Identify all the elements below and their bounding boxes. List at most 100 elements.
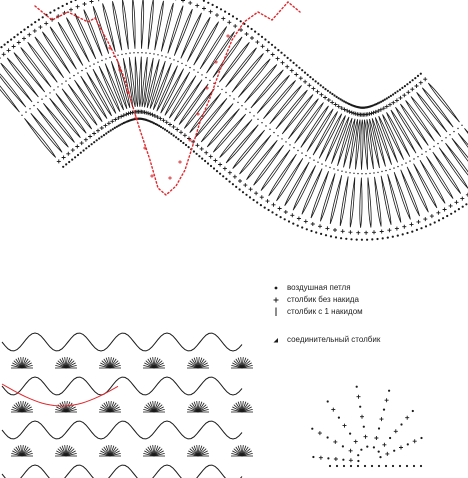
chain-stitch-dot [249, 111, 251, 114]
chain-stitch-dot [366, 445, 369, 448]
chain-stitch-dot [317, 82, 320, 85]
cross-icon [272, 294, 284, 305]
chain-stitch-dot [248, 196, 252, 199]
chain-stitch-dot [109, 129, 112, 132]
petal-loop [218, 42, 250, 83]
legend-item-single-crochet: столбик без накида [272, 294, 462, 305]
chain-stitch-dot [381, 170, 383, 173]
chain-stitch-dot [283, 54, 286, 57]
burst-ray [188, 406, 199, 413]
petal-loop [366, 119, 374, 170]
single-crochet-cross [340, 229, 345, 234]
chain-stitch-dot [277, 135, 279, 137]
chain-stitch-dot [321, 163, 323, 165]
chain-stitch-dot [100, 135, 103, 138]
chain-stitch-dot [453, 130, 455, 133]
single-crochet-cross [92, 131, 97, 136]
burst-ray [241, 402, 249, 413]
chain-stitch-dot [353, 172, 355, 174]
petal-loop [160, 2, 174, 52]
single-crochet-cross [303, 79, 308, 84]
chain-stitch-dot [37, 101, 39, 104]
chain-stitch-dot [362, 425, 365, 428]
chain-stitch-dot [13, 36, 16, 39]
single-crochet-cross [378, 107, 383, 112]
chain-stitch-dot [420, 227, 423, 230]
petal-loop [426, 156, 454, 199]
petal-loop [173, 8, 193, 56]
burst-ray [61, 445, 67, 457]
chain-stitch-dot [385, 97, 388, 100]
single-crochet-cross [146, 111, 151, 116]
burst-ray [65, 445, 68, 457]
single-crochet-cross [382, 442, 387, 447]
chain-stitch-dot [53, 9, 56, 12]
petal-loop [173, 79, 203, 122]
petal-loop [61, 88, 93, 130]
chain-stitch-dot [33, 104, 35, 107]
petal-loop [324, 115, 346, 162]
petal-loop [164, 71, 191, 116]
chain-stitch-dot [133, 52, 135, 54]
petal-loop [30, 113, 63, 153]
chain-stitch-dot [65, 163, 68, 166]
burst-ray [17, 445, 23, 457]
single-crochet-cross [388, 102, 392, 107]
burst-ray [241, 453, 253, 457]
starburst-motif [99, 357, 121, 369]
petal-loop [312, 111, 338, 156]
petal-loop [421, 87, 454, 128]
single-crochet-cross [319, 92, 324, 97]
single-crochet-cross [333, 457, 338, 461]
petal-loop [256, 74, 290, 114]
starburst-motif [99, 445, 121, 457]
red-edge-border [34, 1, 301, 196]
chain-stitch-dot [263, 206, 266, 209]
burst-ray [109, 406, 120, 413]
chain-stitch-dot [396, 234, 399, 237]
chain-stitch-dot [287, 220, 291, 223]
burst-ray [187, 453, 199, 457]
petal-loop [67, 84, 98, 126]
single-crochet-cross [199, 146, 204, 151]
chain-stitch-dot [34, 21, 37, 24]
chain-stitch-dot [380, 100, 383, 103]
petal-loop [263, 80, 296, 119]
chain-stitch-dot [356, 464, 360, 468]
petal-loop [360, 119, 364, 170]
burst-ray [193, 357, 199, 369]
chain-stitch-dot [173, 59, 175, 61]
burst-ray [65, 404, 75, 413]
chain-stitch-dot [320, 232, 323, 235]
chain-stitch-dot [382, 408, 386, 411]
single-crochet-cross [227, 20, 232, 25]
petal-loop [349, 177, 356, 228]
chain-stitch-dot [322, 86, 325, 89]
chain-stitch-dot [224, 10, 227, 13]
chain-stitch-dot [222, 175, 225, 178]
petal-loop [231, 53, 264, 93]
chain-stitch-dot [401, 233, 404, 236]
petal-loop [239, 134, 272, 175]
burst-ray [21, 450, 32, 457]
burst-ray [109, 445, 112, 457]
legend-item-slip-stitch: соединительный столбик [272, 334, 462, 345]
chain-stitch-dot [172, 134, 175, 137]
chain-stitch-dot [193, 69, 195, 71]
chain-stitch-dot [212, 167, 216, 170]
single-crochet-cross [315, 89, 320, 94]
burst-ray [235, 358, 243, 369]
burst-ray [191, 402, 199, 413]
petal-loop [419, 159, 446, 204]
chain-stitch-dot [450, 212, 453, 215]
single-crochet-cross [296, 216, 301, 221]
single-crochet-cross [66, 151, 71, 156]
single-crochet-cross [208, 154, 213, 159]
burst-ray [21, 406, 32, 413]
petal-loop [219, 119, 253, 158]
chain-stitch-dot [355, 238, 358, 241]
chain-stitch-dot [117, 54, 119, 56]
burst-ray [241, 360, 251, 369]
chain-stitch-dot [264, 38, 267, 41]
chain-stitch-dot [372, 446, 375, 449]
